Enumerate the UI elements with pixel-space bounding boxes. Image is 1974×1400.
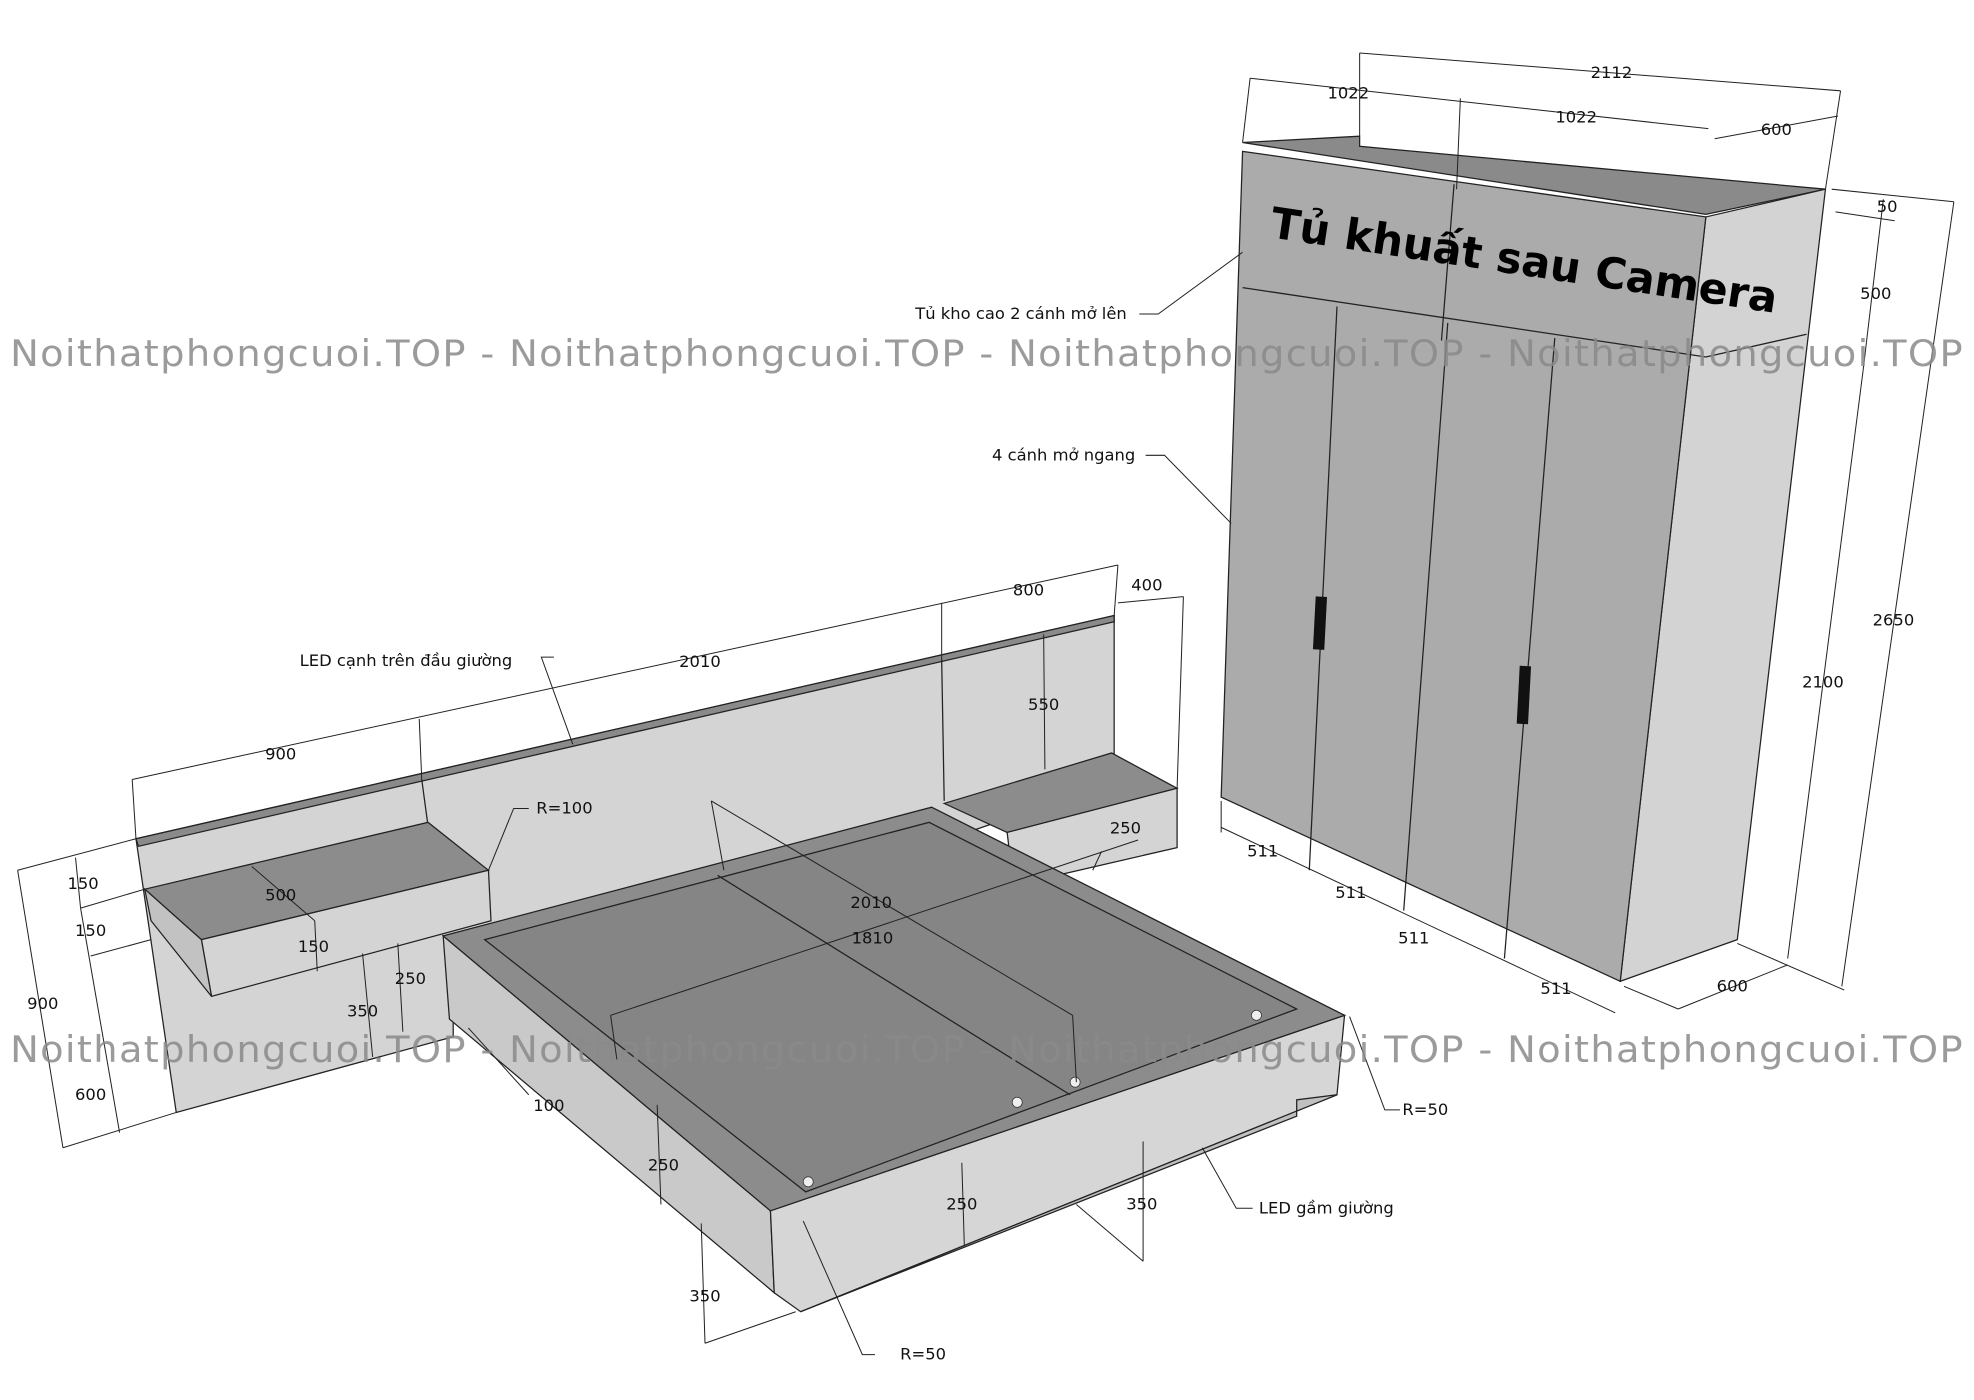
dim-nightstand-depth: 500	[265, 886, 296, 905]
dim-front-total-height: 350	[689, 1287, 720, 1306]
note-under-led: LED gầm giường	[1259, 1198, 1394, 1217]
dim-side-rail-height: 250	[648, 1155, 679, 1174]
wardrobe-dimension-labels: 2112 1022 1022 600 50 500 2650 2100 511 …	[914, 63, 1914, 998]
note-doors: 4 cánh mở ngang	[992, 445, 1135, 464]
note-nightstand-radius: R=100	[536, 798, 592, 817]
dim-front-rail-height: 250	[946, 1195, 977, 1214]
bed-hole	[1069, 1076, 1081, 1088]
headboard	[135, 614, 1115, 1114]
door-handle-right	[1516, 665, 1532, 725]
note-corner-radius-front: R=50	[900, 1345, 946, 1364]
dim-right-panel-width: 800	[1013, 580, 1044, 599]
dim-headboard-gap: 250	[395, 969, 426, 988]
headboard-split-right	[941, 659, 945, 801]
watermark-bottom: Noithatphongcuoi.TOP - Noithatphongcuoi.…	[10, 1028, 1964, 1071]
dim-top-strip: 150	[67, 874, 98, 893]
dim-wardrobe-total-width: 2112	[1591, 63, 1633, 82]
door-split-3	[1503, 337, 1556, 959]
door-split-1	[1308, 306, 1338, 871]
dim-lower-height: 600	[75, 1085, 106, 1104]
wardrobe-top	[1242, 135, 1826, 216]
wardrobe-front	[1220, 150, 1707, 983]
headboard-led-strip	[135, 614, 1115, 848]
headboard-split-left	[421, 779, 429, 827]
dim-bed-length: 2010	[850, 893, 892, 912]
bed-hole	[1250, 1009, 1262, 1021]
dim-door-4: 511	[1540, 979, 1571, 998]
dim-wardrobe-depth-bottom: 600	[1717, 976, 1748, 995]
note-corner-radius-right: R=50	[1402, 1100, 1448, 1119]
dim-bed-inner-width: 1810	[852, 928, 894, 947]
bed	[441, 806, 1347, 1313]
dim-door-2: 511	[1335, 883, 1366, 902]
dim-wardrobe-depth-top: 600	[1761, 120, 1792, 139]
top-door-split	[1440, 184, 1455, 341]
nightstand-left	[143, 821, 492, 998]
dim-wardrobe-right-width: 1022	[1555, 107, 1597, 126]
dim-rail-offset: 100	[533, 1096, 564, 1115]
note-top-storage: Tủ kho cao 2 cánh mở lên	[914, 304, 1127, 323]
door-handle-left	[1312, 596, 1328, 650]
dim-wardrobe-top-section: 500	[1860, 284, 1891, 303]
dim-right-panel-height: 550	[1028, 695, 1059, 714]
dim-door-1: 511	[1247, 841, 1278, 860]
dim-side-total-height: 350	[1126, 1195, 1157, 1214]
bed-center-divider	[717, 874, 1071, 1096]
dim-headboard-width: 2010	[679, 652, 721, 671]
watermark-top: Noithatphongcuoi.TOP - Noithatphongcuoi.…	[10, 332, 1964, 375]
dim-wardrobe-total-height: 2650	[1873, 611, 1915, 630]
dim-left-panel-width: 900	[265, 744, 296, 763]
bed-hole	[1011, 1096, 1023, 1108]
dim-wardrobe-top-thickness: 50	[1877, 197, 1898, 216]
dim-nightstand-clearance: 350	[347, 1002, 378, 1021]
dim-nightstand-height: 150	[298, 937, 329, 956]
dim-right-nightstand-height: 250	[1110, 819, 1141, 838]
wardrobe-dimension-lines	[1139, 52, 1955, 1014]
dim-second-strip: 150	[75, 921, 106, 940]
dim-wardrobe-left-width: 1022	[1327, 83, 1369, 102]
bed-dimension-lines	[17, 564, 1400, 1356]
wardrobe-section-line	[1242, 286, 1807, 358]
dim-right-panel-depth: 400	[1131, 575, 1162, 594]
door-split-2	[1403, 322, 1449, 911]
note-headboard-led: LED cạnh trên đầu giường	[300, 651, 513, 670]
bed-platform	[483, 821, 1299, 1193]
bed-dimension-labels: 2010 800 400 900 550 150 150 500 150 350…	[27, 575, 1448, 1363]
dim-door-3: 511	[1398, 928, 1429, 947]
bed-hole	[802, 1176, 814, 1188]
dim-headboard-height: 900	[27, 994, 58, 1013]
wardrobe: Tủ khuất sau Camera	[1220, 135, 1827, 983]
dim-wardrobe-door-height: 2100	[1802, 672, 1844, 691]
